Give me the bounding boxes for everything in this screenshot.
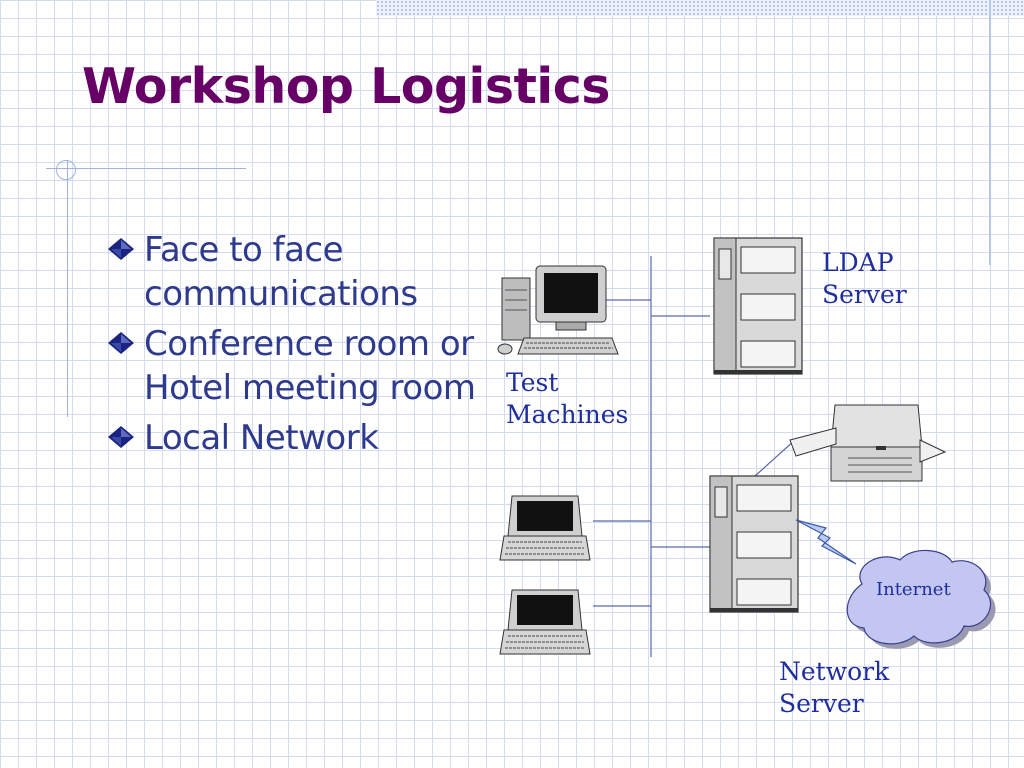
slide-title: Workshop Logistics bbox=[82, 58, 610, 115]
test-machines-label: Test Machines bbox=[506, 368, 629, 429]
diamond-bullet-icon bbox=[108, 332, 134, 354]
crosshair-circle bbox=[56, 160, 76, 180]
laptop-icon bbox=[499, 495, 591, 561]
lightning-icon bbox=[795, 519, 857, 565]
right-decorative-line bbox=[989, 0, 991, 265]
bullet-item: Face to face communications bbox=[106, 228, 496, 316]
diamond-bullet-icon bbox=[108, 426, 134, 448]
cloud-icon bbox=[846, 549, 996, 649]
bullet-list: Face to face communications Conference r… bbox=[106, 228, 496, 466]
bullet-item: Conference room or Hotel meeting room bbox=[106, 322, 496, 410]
left-decorative-line bbox=[67, 160, 68, 417]
internet-label: Internet bbox=[876, 579, 951, 600]
bullet-item: Local Network bbox=[106, 416, 496, 460]
network-server-label: Network Server bbox=[779, 657, 890, 718]
printer-icon bbox=[789, 404, 947, 482]
server-tower-icon bbox=[713, 237, 803, 375]
diamond-bullet-icon bbox=[108, 238, 134, 260]
server-tower-icon bbox=[709, 475, 799, 613]
bullet-text: Face to face communications bbox=[144, 230, 418, 314]
bullet-text: Conference room or Hotel meeting room bbox=[144, 324, 476, 408]
ldap-server-label: LDAP Server bbox=[822, 248, 907, 309]
desktop-computer-icon bbox=[497, 265, 619, 355]
laptop-icon bbox=[499, 589, 591, 655]
connection-lines bbox=[593, 299, 796, 607]
header-dot-band bbox=[376, 0, 1024, 16]
bullet-text: Local Network bbox=[144, 418, 379, 458]
title-underline bbox=[46, 168, 246, 169]
